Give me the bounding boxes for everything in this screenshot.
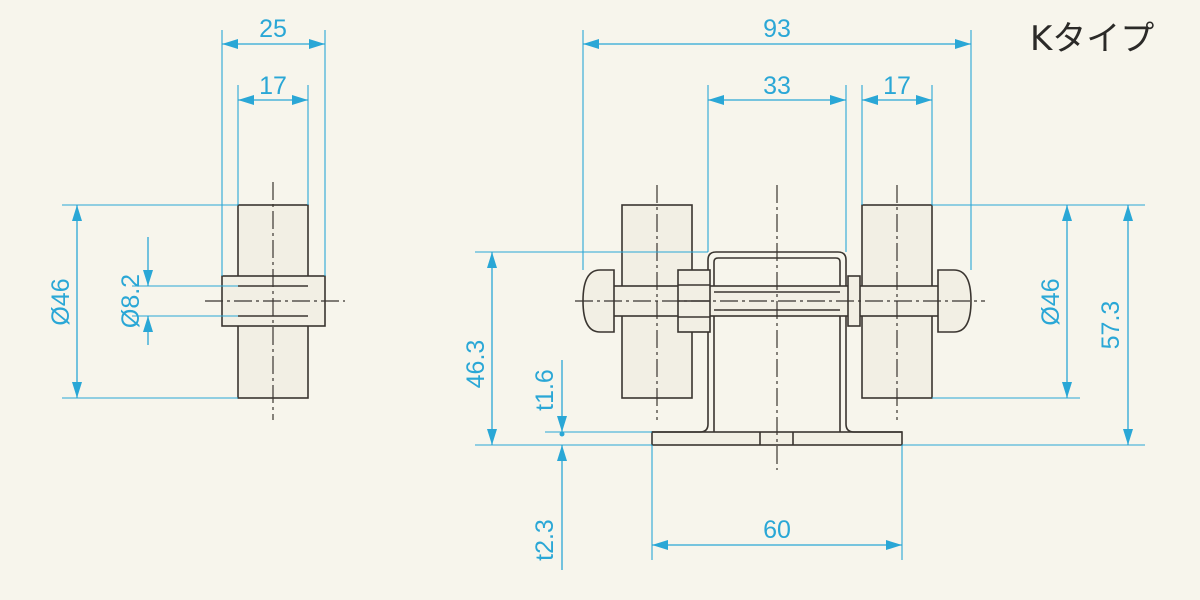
side-wheel-diameter-label: Ø46 bbox=[47, 278, 75, 325]
front-bracket-width-label: 33 bbox=[763, 72, 791, 100]
side-width-outer-label: 25 bbox=[259, 15, 287, 43]
front-view: 93 33 17 Ø46 57.3 46.3 bbox=[462, 15, 1145, 570]
front-axle-height-label: 46.3 bbox=[462, 340, 490, 389]
front-base-thickness-label: t2.3 bbox=[531, 519, 559, 561]
front-wheel-width-label: 17 bbox=[883, 72, 911, 100]
side-view: 25 17 Ø46 Ø8.2 bbox=[47, 15, 345, 420]
side-width-inner-label: 17 bbox=[259, 72, 287, 100]
front-top-thickness-label: t1.6 bbox=[531, 369, 559, 411]
front-overall-height-label: 57.3 bbox=[1097, 301, 1125, 350]
side-axle-diameter-label: Ø8.2 bbox=[117, 274, 145, 328]
front-wheel-diameter-label: Ø46 bbox=[1037, 278, 1065, 325]
front-base-width-label: 60 bbox=[763, 516, 791, 544]
front-overall-width-label: 93 bbox=[763, 15, 791, 43]
drawing-title: Kタイプ bbox=[1030, 19, 1154, 59]
